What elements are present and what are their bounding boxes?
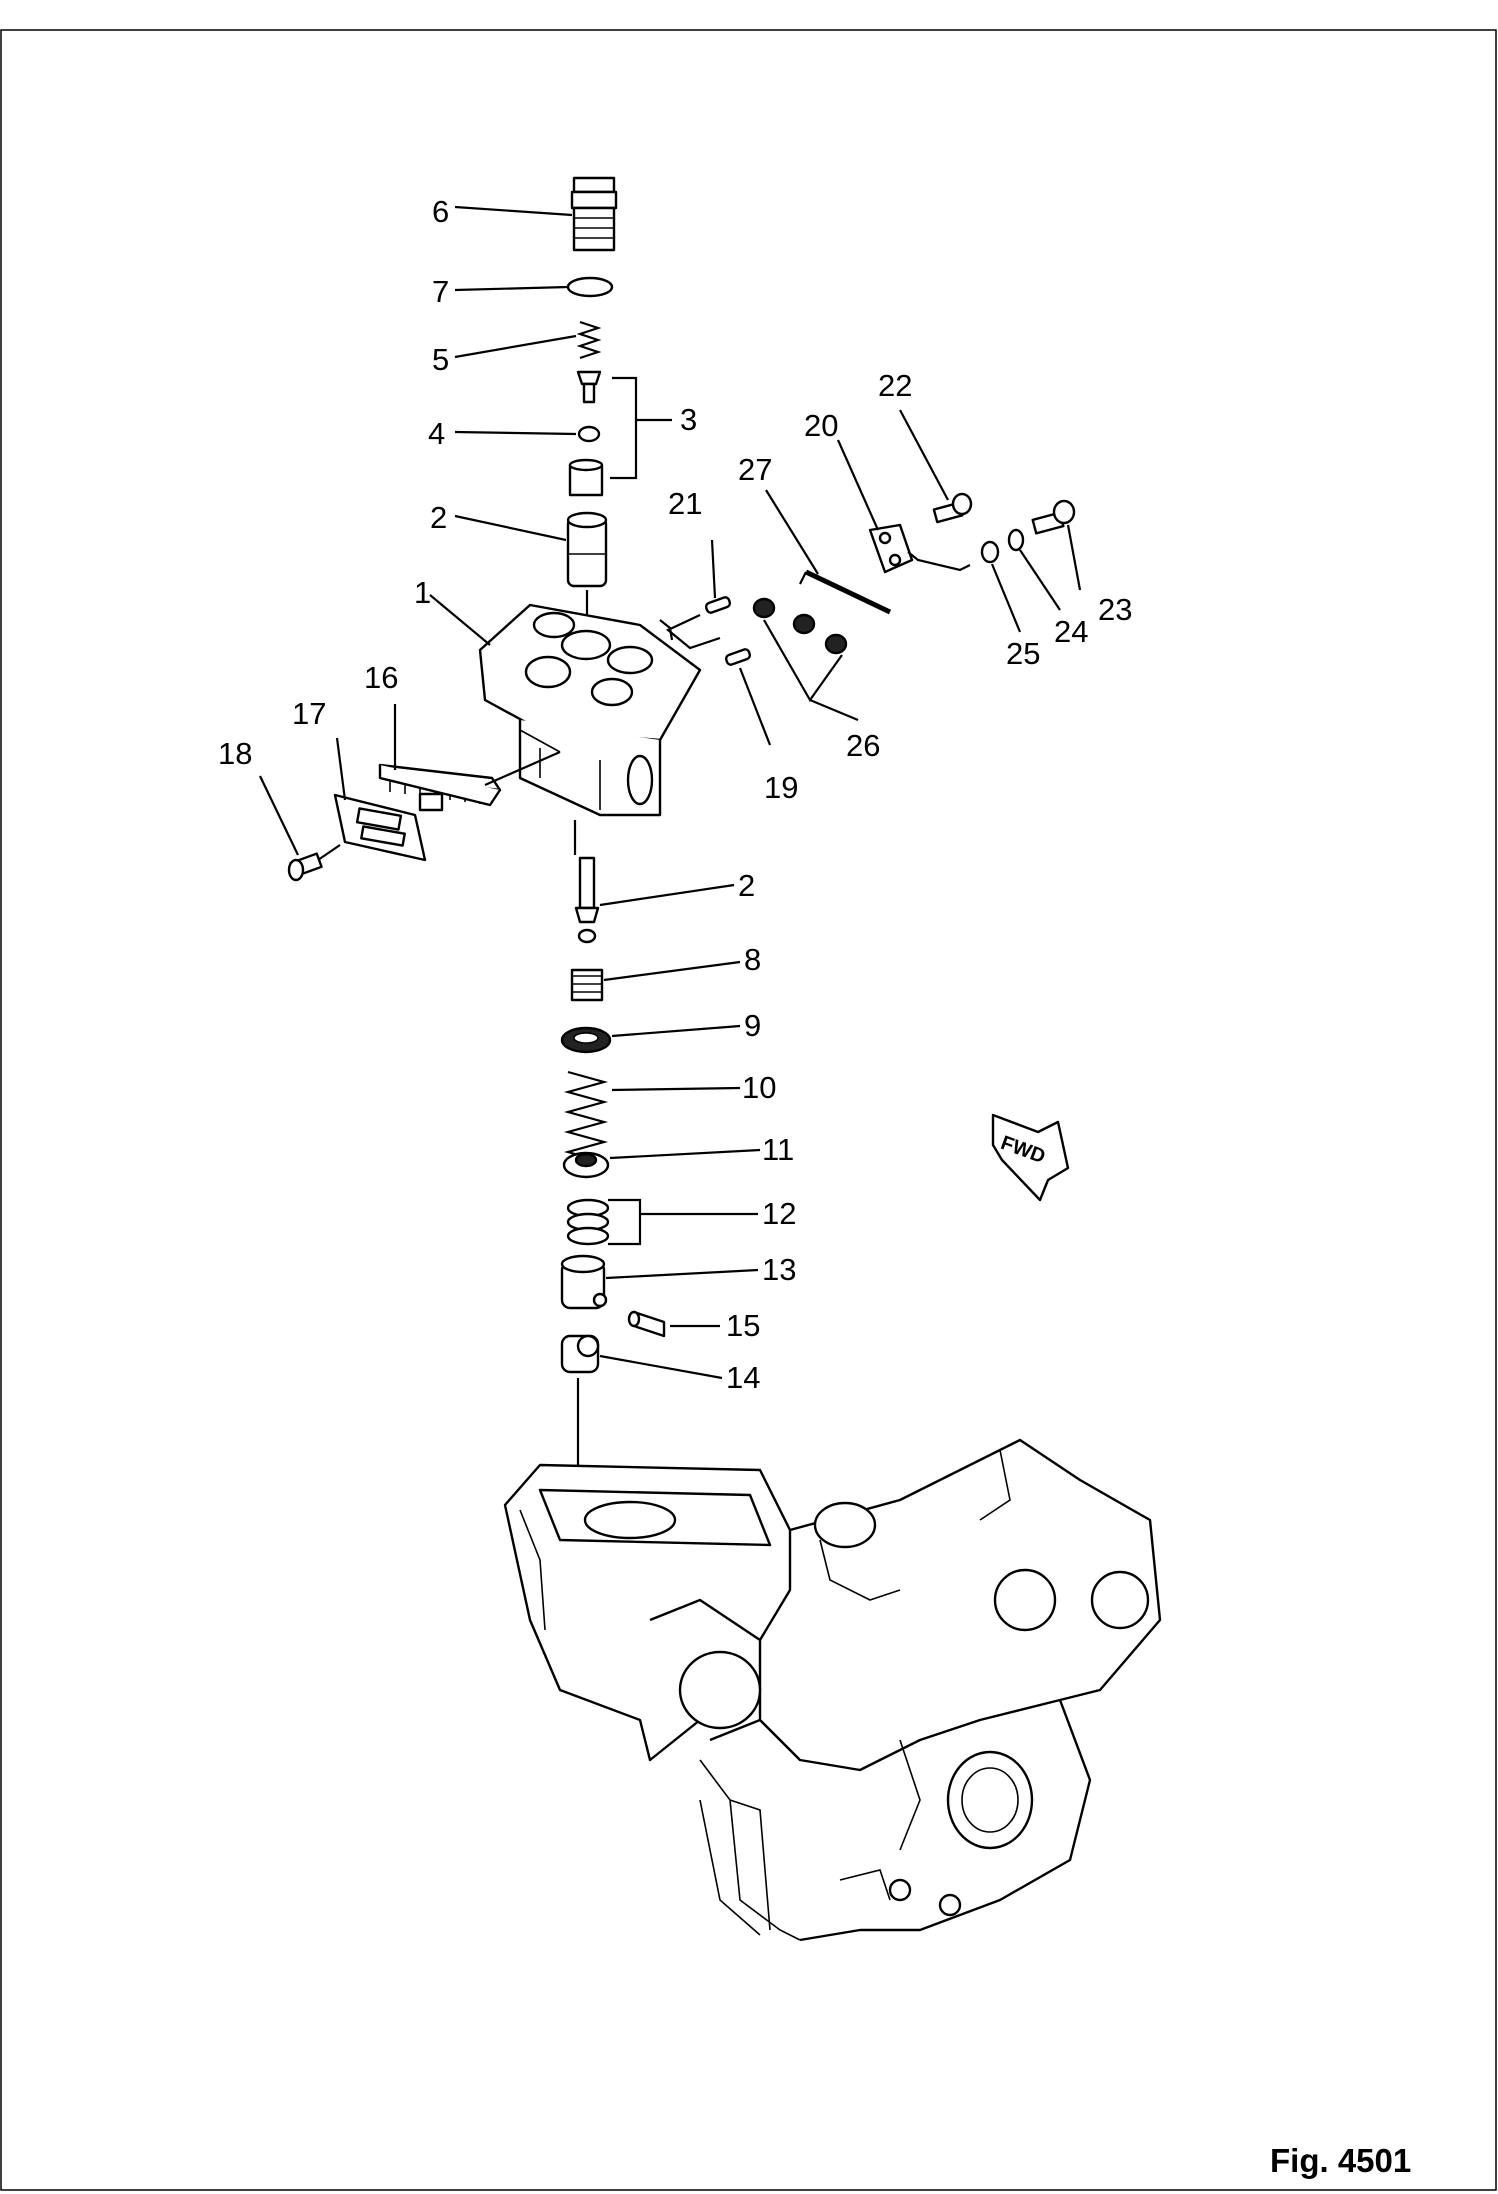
page-border xyxy=(0,29,1497,2191)
callout-23: 23 xyxy=(1098,592,1132,627)
part-10-plunger-spring xyxy=(563,1070,609,1164)
part-8-control-sleeve xyxy=(570,968,604,1002)
figure-label: Fig. 4501 xyxy=(1270,2142,1411,2179)
part-6-delivery-valve-holder xyxy=(570,176,618,252)
callout-14: 14 xyxy=(726,1360,760,1395)
callout-16: 16 xyxy=(364,660,398,695)
part-25-washer xyxy=(980,540,1000,564)
part-2-plunger xyxy=(574,856,600,944)
callout-9: 9 xyxy=(744,1008,761,1043)
callout-19: 19 xyxy=(764,770,798,805)
callout-22: 22 xyxy=(878,368,912,403)
part-7-o-ring xyxy=(566,276,614,298)
callout-6: 6 xyxy=(432,194,449,229)
part-18-bolt xyxy=(287,852,323,882)
part-12-shims xyxy=(566,1198,610,1246)
part-3-delivery-valve xyxy=(568,370,604,497)
callout-17: 17 xyxy=(292,696,326,731)
callout-1: 1 xyxy=(414,575,431,610)
part-15-pin xyxy=(627,1310,666,1338)
leader-lines xyxy=(259,205,1082,1380)
callout-15: 15 xyxy=(726,1308,760,1343)
part-16-control-rack xyxy=(378,763,502,812)
part-5-spring xyxy=(576,320,602,360)
callout-3: 3 xyxy=(680,402,697,437)
part-24-washer xyxy=(1007,528,1025,552)
callout-2-lower: 2 xyxy=(738,868,755,903)
part-21-pin xyxy=(704,596,732,614)
callout-labels: 6 7 5 4 3 2 1 16 17 18 21 19 27 20 22 23… xyxy=(218,194,1132,1395)
callout-26: 26 xyxy=(846,728,880,763)
callout-2-upper: 2 xyxy=(430,500,447,535)
callout-4: 4 xyxy=(428,416,445,451)
callout-10: 10 xyxy=(742,1070,776,1105)
part-19-pin xyxy=(724,648,752,666)
callout-21: 21 xyxy=(668,486,702,521)
part-23-bolt xyxy=(1031,499,1076,535)
callout-25: 25 xyxy=(1006,636,1040,671)
fwd-arrow-marker: FWD xyxy=(991,1113,1070,1202)
part-2-plunger-barrel xyxy=(566,511,608,588)
callout-8: 8 xyxy=(744,942,761,977)
part-27-rod xyxy=(799,569,892,615)
callout-18: 18 xyxy=(218,736,252,771)
part-1-pump-housing xyxy=(478,603,702,817)
callout-7: 7 xyxy=(432,274,449,309)
part-17-cover-plate xyxy=(333,793,427,862)
part-20-plate xyxy=(868,523,914,574)
callout-13: 13 xyxy=(762,1252,796,1287)
part-26-nuts xyxy=(752,597,848,655)
callout-5: 5 xyxy=(432,342,449,377)
callout-27: 27 xyxy=(738,452,772,487)
callout-12: 12 xyxy=(762,1196,796,1231)
callout-20: 20 xyxy=(804,408,838,443)
callout-24: 24 xyxy=(1054,614,1088,649)
part-9-upper-seat xyxy=(560,1026,612,1054)
part-11-lower-seat xyxy=(562,1151,610,1179)
engine-block xyxy=(503,1438,1162,1942)
part-14-roller xyxy=(560,1334,600,1374)
part-13-tappet xyxy=(560,1254,608,1310)
part-22-bolt xyxy=(932,492,973,524)
callout-11: 11 xyxy=(762,1132,794,1167)
